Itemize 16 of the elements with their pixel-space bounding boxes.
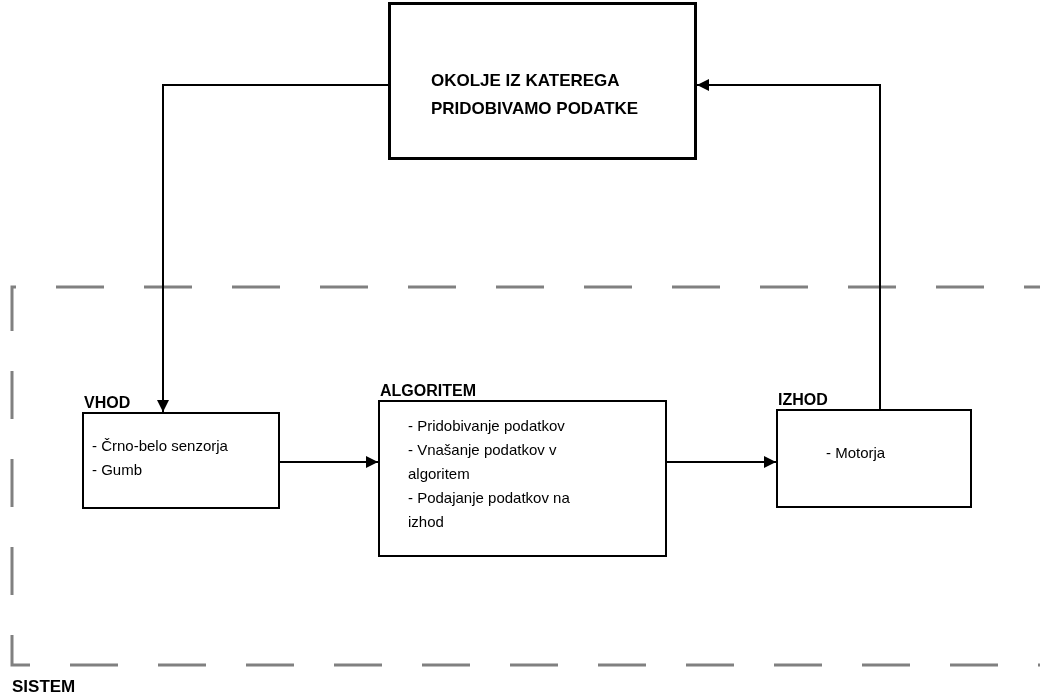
list-item: - Vnašanje podatkov v algoritem bbox=[408, 440, 558, 484]
list-item: - Motorja bbox=[826, 443, 887, 463]
list-item: - Gumb bbox=[92, 460, 143, 480]
box-heading: ALGORITEM bbox=[380, 383, 476, 399]
list-item: - Pridobivanje podatkov bbox=[408, 416, 566, 436]
box-heading: IZHOD bbox=[778, 392, 828, 408]
arrow bbox=[279, 456, 379, 468]
arrow bbox=[696, 79, 881, 410]
box-title: OKOLJE IZ KATEREGA PRIDOBIVAMO PODATKE bbox=[431, 70, 640, 120]
arrow bbox=[157, 84, 389, 413]
process-box bbox=[388, 2, 697, 160]
box-heading: VHOD bbox=[84, 395, 131, 411]
list-item: - Podajanje podatkov na izhod bbox=[408, 488, 571, 532]
list-item: - Črno-belo senzorja bbox=[92, 436, 229, 456]
group-label: SISTEM bbox=[12, 678, 76, 695]
arrow bbox=[666, 456, 777, 468]
